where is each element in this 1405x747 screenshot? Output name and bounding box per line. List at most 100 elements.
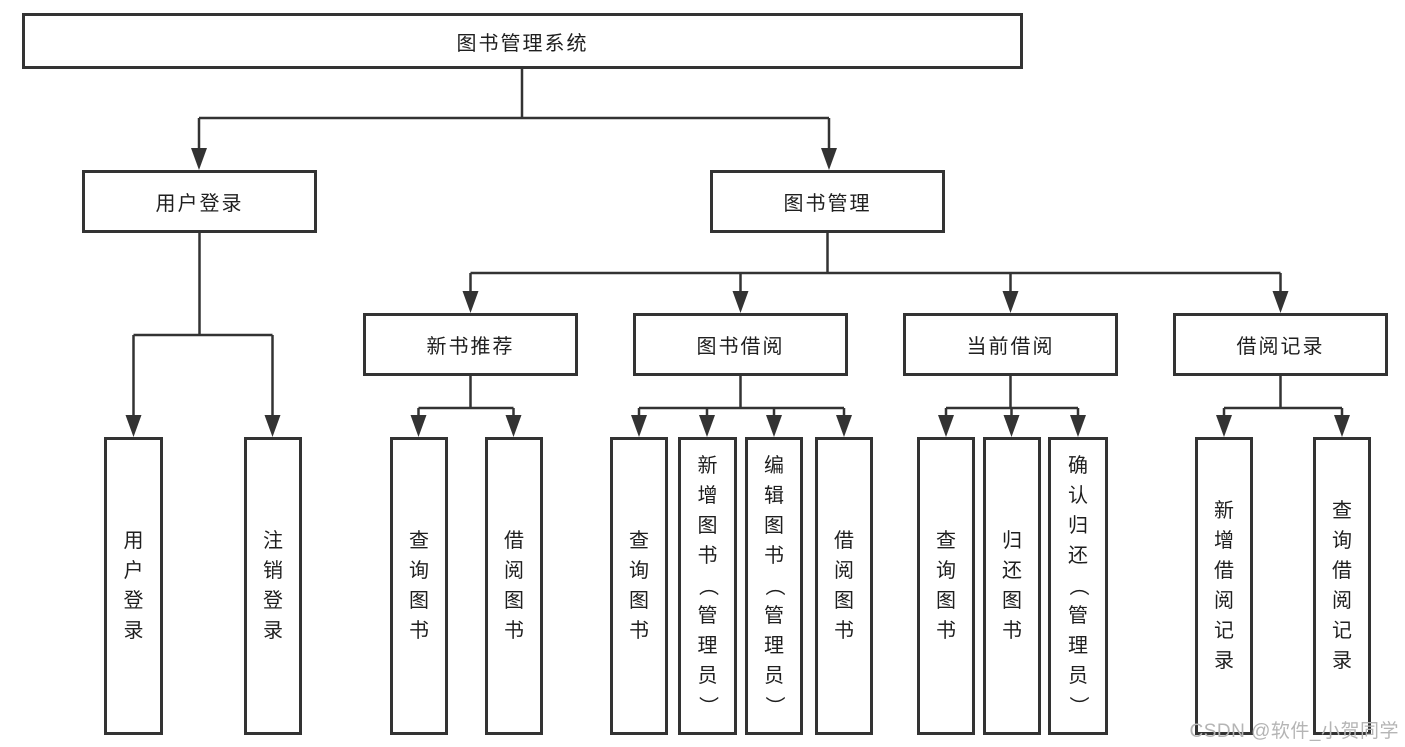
vertical-glyph: 书	[834, 620, 854, 642]
connector-book-borrow	[637, 376, 846, 420]
node-new-book-recommend: 新书推荐	[363, 313, 578, 376]
vertical-glyph: 理	[697, 635, 718, 657]
vertical-glyph: 阅	[1214, 590, 1234, 612]
vertical-glyph: 借	[1332, 560, 1352, 582]
vertical-glyph: 询	[629, 560, 649, 582]
node-root: 图书管理系统	[22, 13, 1023, 69]
arrowhead	[1272, 291, 1289, 313]
arrowhead	[631, 415, 647, 437]
vertical-glyph: 登	[123, 590, 144, 612]
connector-new-book-rec	[417, 376, 515, 420]
vertical-glyph: 管	[697, 605, 718, 627]
connector-book-mgmt	[469, 233, 1282, 296]
node-leaf-bb-edit-books-admin: 编辑图书（管理员）	[745, 437, 803, 735]
vertical-glyph: 员	[764, 665, 784, 687]
csdn-watermark: CSDN @软件_小贺同学	[1189, 721, 1399, 742]
arrowhead	[821, 148, 837, 170]
vertical-glyph: 查	[936, 530, 956, 552]
vertical-glyph: 借	[834, 530, 854, 552]
vertical-glyph: 用	[123, 530, 144, 552]
node-leaf-br-add-record: 新增借阅记录	[1195, 437, 1253, 735]
vertical-glyph: 增	[1214, 530, 1234, 552]
vertical-glyph: 图	[629, 590, 649, 612]
vertical-glyph: 记	[1214, 620, 1234, 642]
node-current-borrow: 当前借阅	[903, 313, 1118, 376]
node-leaf-cb-query-books: 查询图书	[917, 437, 975, 735]
vertical-glyph: 查	[409, 530, 429, 552]
vertical-glyph: 阅	[1332, 590, 1352, 612]
arrowhead	[125, 415, 142, 437]
vertical-glyph: 新	[1214, 500, 1234, 522]
arrowhead	[732, 291, 749, 313]
node-book-borrow: 图书借阅	[633, 313, 848, 376]
vertical-glyph: 归	[1002, 530, 1022, 552]
vertical-glyph: 录	[1214, 650, 1234, 672]
vertical-glyph: 图	[834, 590, 854, 612]
arrowhead	[1216, 415, 1232, 437]
arrowhead	[410, 415, 427, 437]
vertical-glyph: 图	[504, 590, 524, 612]
node-leaf-cb-confirm-return-admin: 确认归还（管理员）	[1048, 437, 1108, 735]
node-leaf-br-query-record: 查询借阅记录	[1313, 437, 1371, 735]
vertical-glyph: 书	[629, 620, 649, 642]
vertical-glyph: ）	[696, 696, 719, 716]
arrowhead	[938, 415, 954, 437]
vertical-glyph: 书	[409, 620, 429, 642]
vertical-glyph: 图	[936, 590, 956, 612]
vertical-glyph: 书	[764, 545, 784, 567]
arrowhead	[1002, 291, 1019, 313]
arrowhead	[462, 291, 479, 313]
vertical-glyph: 登	[263, 590, 283, 612]
vertical-glyph: 书	[697, 545, 718, 567]
vertical-glyph: （	[1067, 576, 1089, 596]
vertical-glyph: 管	[1068, 605, 1088, 627]
node-leaf-bb-query-books: 查询图书	[610, 437, 668, 735]
vertical-glyph: 录	[1332, 650, 1352, 672]
vertical-glyph: 还	[1068, 545, 1088, 567]
arrowhead	[264, 415, 281, 437]
arrowhead	[1003, 415, 1020, 437]
vertical-glyph: 还	[1002, 560, 1022, 582]
vertical-glyph: 户	[123, 560, 144, 582]
vertical-glyph: 询	[1332, 530, 1352, 552]
node-leaf-rec-query-books: 查询图书	[390, 437, 448, 735]
vertical-glyph: 增	[697, 485, 718, 507]
node-leaf-bb-borrow-books: 借阅图书	[815, 437, 873, 735]
vertical-glyph: （	[763, 576, 785, 596]
arrowhead	[191, 148, 207, 170]
node-book-mgmt: 图书管理	[710, 170, 945, 233]
vertical-glyph: 借	[504, 530, 524, 552]
vertical-glyph: 图	[697, 515, 718, 537]
arrowhead	[505, 415, 522, 437]
vertical-glyph: 录	[123, 620, 144, 642]
node-leaf-cb-return-books: 归还图书	[983, 437, 1041, 735]
arrowhead	[1070, 415, 1086, 437]
vertical-glyph: 阅	[504, 560, 524, 582]
connector-current-borrow	[944, 376, 1080, 420]
vertical-glyph: 认	[1068, 485, 1088, 507]
vertical-glyph: ）	[1067, 696, 1089, 716]
vertical-glyph: 询	[409, 560, 429, 582]
vertical-glyph: 图	[1002, 590, 1022, 612]
vertical-glyph: 借	[1214, 560, 1234, 582]
vertical-glyph: 查	[1332, 500, 1352, 522]
arrowhead	[836, 415, 852, 437]
vertical-glyph: 管	[764, 605, 784, 627]
node-leaf-rec-borrow-books: 借阅图书	[485, 437, 543, 735]
node-leaf-logout: 注销登录	[244, 437, 302, 735]
connector-root-to-level2	[197, 69, 831, 152]
vertical-glyph: ）	[763, 696, 785, 716]
arrowhead	[766, 415, 782, 437]
vertical-glyph: 员	[697, 665, 718, 687]
node-leaf-bb-add-books-admin: 新增图书（管理员）	[678, 437, 737, 735]
vertical-glyph: 图	[409, 590, 429, 612]
vertical-glyph: 书	[1002, 620, 1022, 642]
vertical-glyph: 书	[504, 620, 524, 642]
node-user-login: 用户登录	[82, 170, 317, 233]
vertical-glyph: 销	[263, 560, 283, 582]
vertical-glyph: 记	[1332, 620, 1352, 642]
vertical-glyph: 阅	[834, 560, 854, 582]
arrowhead	[699, 415, 715, 437]
vertical-glyph: 辑	[764, 485, 784, 507]
vertical-glyph: 书	[936, 620, 956, 642]
